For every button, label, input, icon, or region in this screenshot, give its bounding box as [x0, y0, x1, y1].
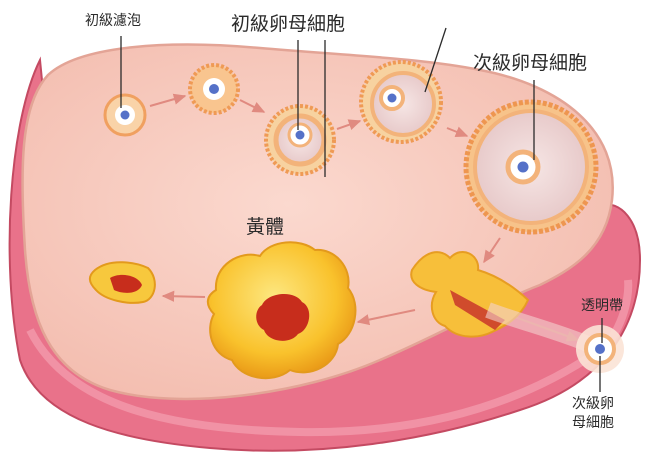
corpus-luteum: [208, 242, 356, 378]
label-secondary-oocyte-top: 次級卵母細胞: [473, 54, 587, 73]
label-zona-pellucida: 透明帶: [581, 299, 623, 313]
antral-follicle: [361, 62, 441, 142]
label-secondary-oocyte-bottom-1: 次級卵: [572, 397, 614, 411]
label-secondary-oocyte-bottom-2: 母細胞: [572, 416, 614, 430]
mature-follicle: [466, 102, 596, 232]
early-antral-follicle: [266, 106, 334, 174]
label-primary-oocyte: 初級卵母細胞: [231, 15, 345, 34]
label-primary-follicle: 初級濾泡: [85, 14, 141, 28]
growing-follicle: [190, 65, 238, 113]
label-corpus-luteum: 黃體: [246, 218, 284, 237]
primary-follicle: [105, 95, 145, 135]
